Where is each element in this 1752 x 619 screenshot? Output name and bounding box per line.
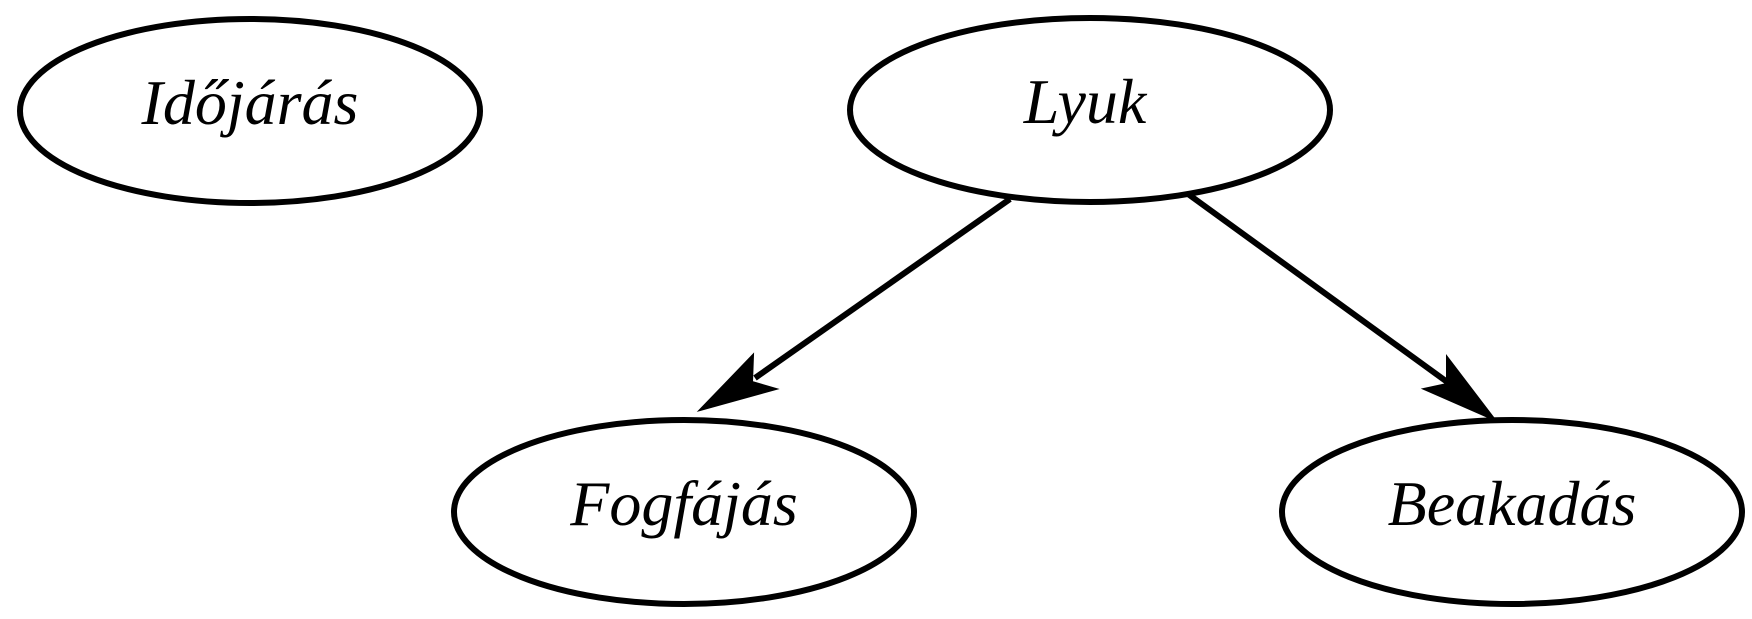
node-ellipse [17,16,483,206]
node-ellipse [451,417,917,607]
node-idojaras[interactable]: Időjárás [17,16,483,206]
node-ellipse [1279,417,1745,607]
node-label: Lyuk [1023,66,1148,137]
node-fogfajas[interactable]: Fogfájás [451,417,917,607]
edge-lyuk-fogfajas [696,196,1012,412]
node-label: Beakadás [1388,468,1637,539]
arrowhead [696,352,780,412]
node-label: Időjárás [141,67,359,138]
node-label: Fogfájás [569,468,798,539]
node-ellipse [847,15,1333,205]
arrowhead [1420,354,1499,423]
node-lyuk[interactable]: Lyuk [847,15,1333,205]
edge-line [1186,191,1452,387]
edge-lyuk-beakadas [1186,191,1499,423]
edge-line [753,196,1012,381]
node-beakadas[interactable]: Beakadás [1279,417,1745,607]
